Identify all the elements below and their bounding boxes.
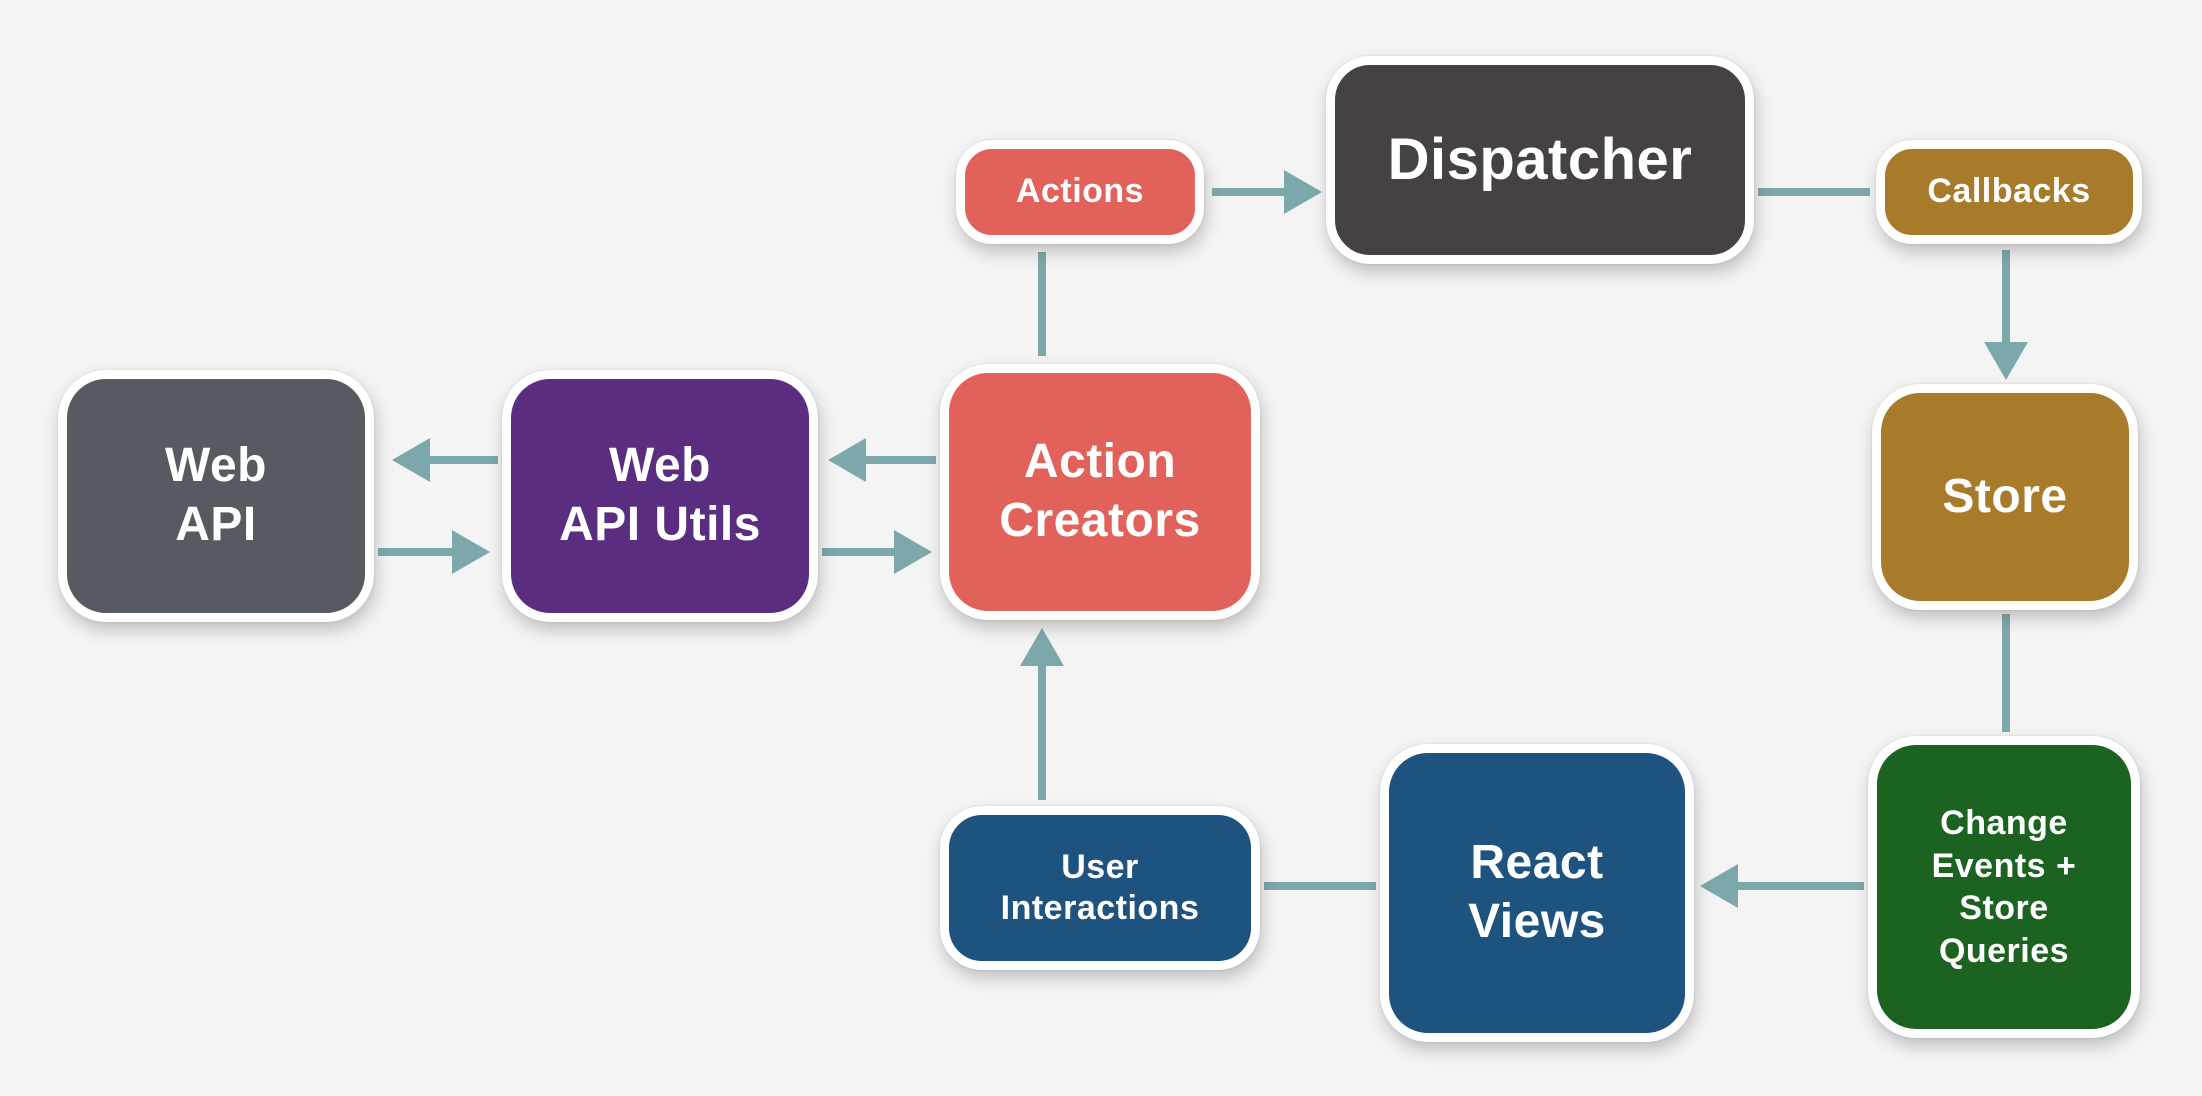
node-change-events-store-queries: Change Events + Store Queries	[1868, 736, 2140, 1038]
node-react-views-label: React Views	[1468, 836, 1606, 948]
node-actions-label: Actions	[1015, 172, 1145, 211]
edge-web-api-utils-to-web-api	[392, 438, 498, 482]
node-user-interactions-label: User Interactions	[1000, 847, 1200, 927]
node-react-views: React Views	[1380, 744, 1694, 1042]
arrowhead-right-icon	[452, 530, 490, 574]
arrowhead-left-icon	[1700, 864, 1738, 908]
node-store-label: Store	[1942, 469, 2068, 523]
node-action-creators-label: Action Creators	[999, 435, 1201, 547]
arrowhead-right-icon	[894, 530, 932, 574]
node-web-api: Web API	[58, 370, 374, 622]
edge-change-events-to-react-views	[1700, 864, 1864, 908]
node-dispatcher-label: Dispatcher	[1387, 126, 1693, 192]
node-user-interactions: User Interactions	[940, 806, 1260, 970]
node-callbacks-label: Callbacks	[1927, 172, 2091, 211]
edge-web-api-utils-to-action-creators	[822, 530, 932, 574]
node-change-events-store-queries-label: Change Events + Store Queries	[1931, 804, 2077, 970]
node-store: Store	[1872, 384, 2138, 610]
node-web-api-label: Web API	[165, 439, 267, 551]
node-web-api-utils-label: Web API Utils	[559, 439, 761, 551]
arrowhead-up-icon	[1020, 628, 1064, 666]
edge-web-api-to-web-api-utils	[378, 530, 490, 574]
edge-user-interactions-to-action-creators	[1020, 628, 1064, 800]
arrowhead-left-icon	[392, 438, 430, 482]
edge-action-creators-to-web-api-utils	[828, 438, 936, 482]
edge-actions-to-dispatcher	[1212, 170, 1322, 214]
arrowhead-right-icon	[1284, 170, 1322, 214]
edge-callbacks-to-store	[1984, 250, 2028, 380]
node-actions: Actions	[956, 140, 1204, 244]
node-web-api-utils: Web API Utils	[502, 370, 818, 622]
node-callbacks: Callbacks	[1876, 140, 2142, 244]
arrowhead-down-icon	[1984, 342, 2028, 380]
node-action-creators: Action Creators	[940, 364, 1260, 620]
arrowhead-left-icon	[828, 438, 866, 482]
node-dispatcher: Dispatcher	[1326, 56, 1754, 264]
